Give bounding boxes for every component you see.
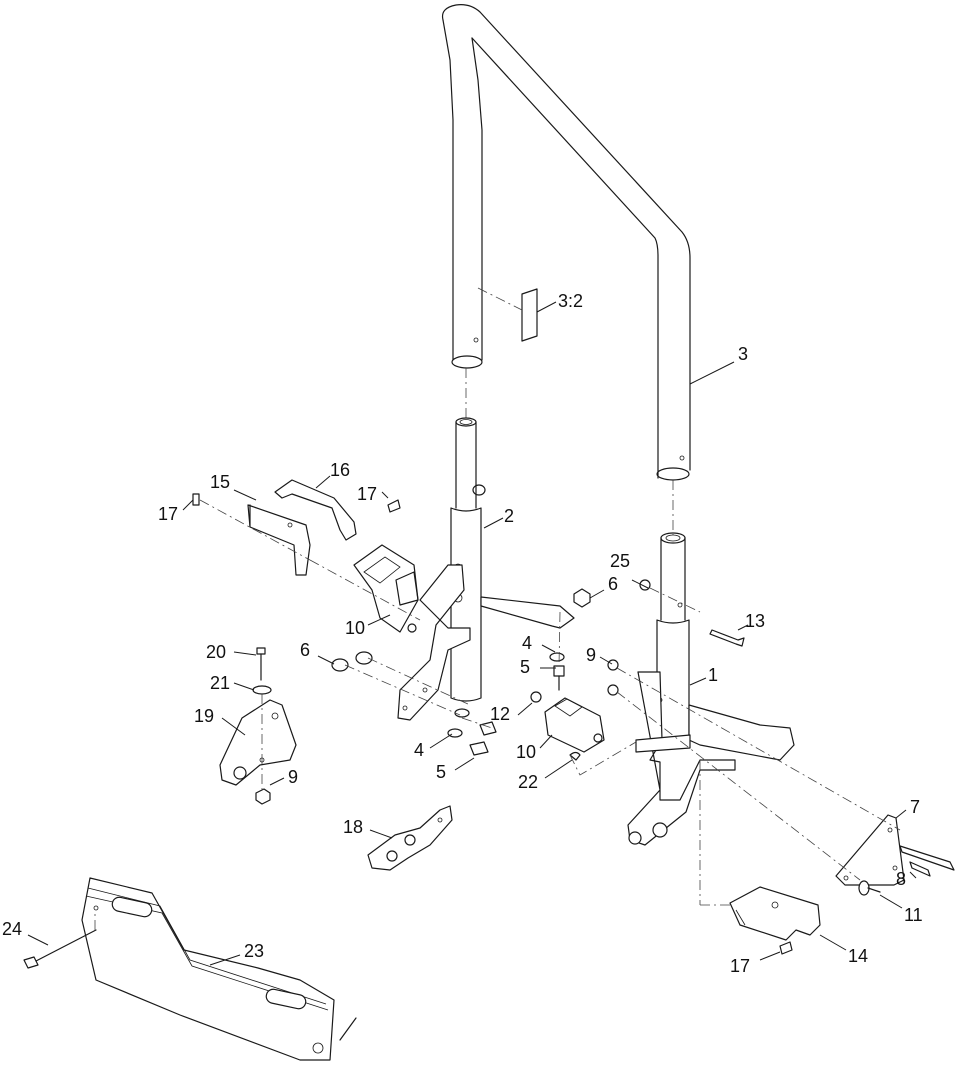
callout-17-top-left: 17 xyxy=(158,504,178,524)
switch-10-lower xyxy=(544,697,605,753)
rollbar-hoop xyxy=(441,4,691,481)
callout-12: 12 xyxy=(490,704,510,724)
fasteners xyxy=(23,493,955,969)
callout-6-right: 6 xyxy=(608,574,618,594)
callout-8: 8 xyxy=(896,869,906,889)
callout-22: 22 xyxy=(518,772,538,792)
callout-14: 14 xyxy=(848,946,868,966)
bracket-14 xyxy=(729,886,821,941)
plate-7 xyxy=(835,814,905,886)
callout-25: 25 xyxy=(610,551,630,571)
callout-13: 13 xyxy=(745,611,765,631)
callout-23: 23 xyxy=(244,941,264,961)
callout-4-right: 4 xyxy=(522,633,532,653)
bracket-16 xyxy=(274,479,357,541)
callout-7: 7 xyxy=(910,797,920,817)
callout-3: 3 xyxy=(738,344,748,364)
callout-3-2: 3:2 xyxy=(558,291,583,311)
decal xyxy=(521,288,538,342)
assembly-center-lines xyxy=(94,499,901,930)
callout-18: 18 xyxy=(343,817,363,837)
callout-1: 1 xyxy=(708,665,718,685)
callout-17-top-right: 17 xyxy=(357,484,377,504)
callout-9-right: 9 xyxy=(586,645,596,665)
callout-10-upper: 10 xyxy=(345,618,365,638)
bracket-18 xyxy=(367,805,453,871)
bracket-15 xyxy=(247,504,311,576)
weight-plate-23 xyxy=(81,877,357,1061)
callout-2: 2 xyxy=(504,506,514,526)
callout-labels: 3:2 3 2 1 25 6 13 4 5 9 12 10 22 6 4 5 1… xyxy=(2,291,923,976)
callout-5-left: 5 xyxy=(436,762,446,782)
callout-21: 21 xyxy=(210,673,230,693)
callout-4-left: 4 xyxy=(414,740,424,760)
callout-5-right: 5 xyxy=(520,657,530,677)
callout-19: 19 xyxy=(194,706,214,726)
bracket-19 xyxy=(219,699,297,786)
callout-16: 16 xyxy=(330,460,350,480)
left-upright-tube xyxy=(397,417,575,721)
callout-11: 11 xyxy=(904,905,923,925)
callout-17-bottom: 17 xyxy=(730,956,750,976)
callout-20: 20 xyxy=(206,642,226,662)
right-upright-tube xyxy=(627,532,795,846)
leader-lines xyxy=(27,301,917,966)
callout-15: 15 xyxy=(210,472,230,492)
callout-24: 24 xyxy=(2,919,22,939)
callout-10-lower: 10 xyxy=(516,742,536,762)
callout-9-left: 9 xyxy=(288,767,298,787)
callout-6-left: 6 xyxy=(300,640,310,660)
